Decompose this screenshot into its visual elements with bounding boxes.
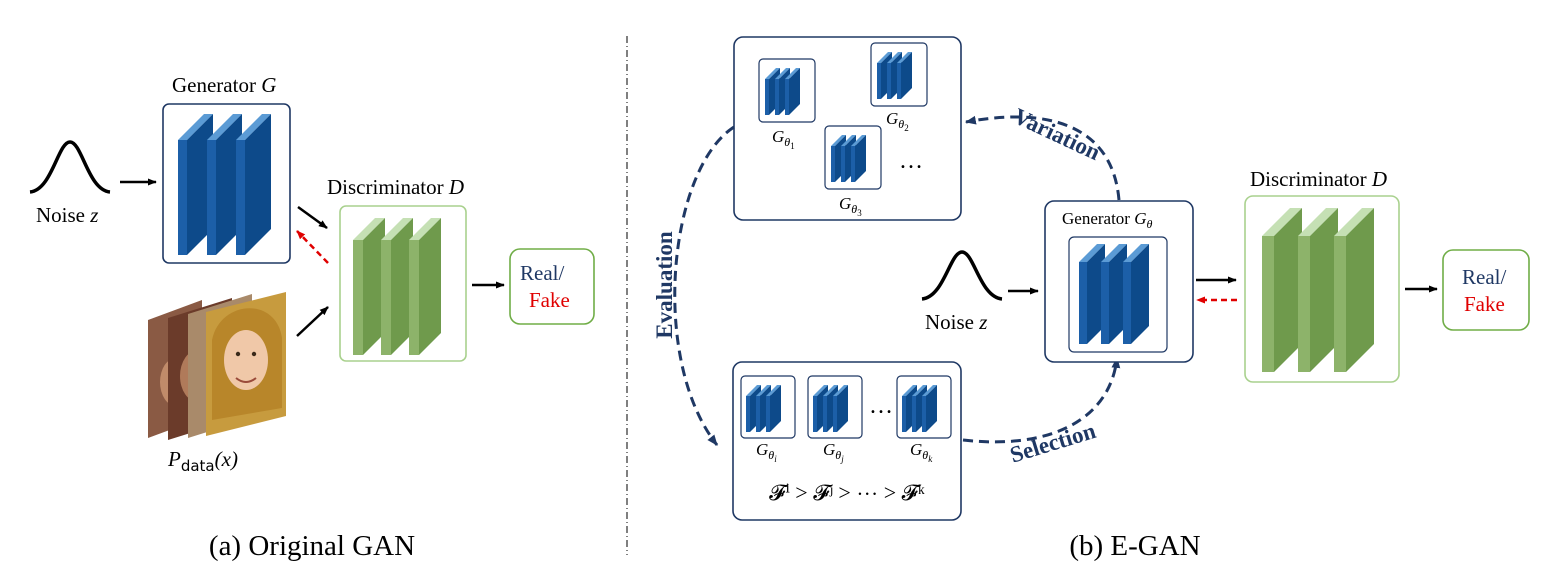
child-top-2-layer-3 bbox=[897, 52, 912, 99]
discriminator-right-layer-2 bbox=[1298, 208, 1338, 372]
discriminator-right-layer-3 bbox=[1334, 208, 1374, 372]
generator-layer-1 bbox=[178, 114, 213, 255]
generator-theta-network-icon bbox=[1079, 244, 1149, 344]
generator-layer-3 bbox=[236, 114, 271, 255]
real-label-right: Real/ bbox=[1462, 265, 1506, 289]
selection-label: Selection bbox=[1007, 418, 1099, 468]
panel-e-gan: Gθ1 Gθ2 Gθ3 … … Gθi Gθj Gθk 𝓕ⁱ > 𝓕ʲ > ⋯ … bbox=[652, 36, 1530, 562]
child-bottom-2-layer-3 bbox=[833, 385, 848, 432]
panel-original-gan: Noise z Generator G Discriminator D bbox=[29, 73, 595, 562]
fake-label: Fake bbox=[529, 288, 570, 312]
child-label-3: Gθ3 bbox=[839, 194, 862, 218]
discriminator-layer-3 bbox=[409, 218, 441, 355]
caption-e-gan: (b) E-GAN bbox=[1069, 530, 1200, 562]
discriminator-title: Discriminator D bbox=[327, 175, 464, 199]
child-top-3-layer-3 bbox=[851, 135, 866, 182]
caption-original-gan: (a) Original GAN bbox=[209, 530, 415, 562]
generator-network-icon bbox=[178, 114, 271, 255]
discriminator-title-right: Discriminator D bbox=[1250, 167, 1387, 191]
generator-title: Generator G bbox=[172, 73, 276, 97]
ranked-label-k: Gθk bbox=[910, 440, 933, 464]
generator-layer-2 bbox=[207, 114, 242, 255]
fitness-ranking: 𝓕ⁱ > 𝓕ʲ > ⋯ > 𝓕ᵏ bbox=[769, 480, 925, 505]
child-generator-networks-bottom bbox=[746, 385, 937, 432]
evaluation-arrow bbox=[673, 125, 735, 446]
noise-label: Noise z bbox=[36, 203, 98, 227]
child-label-1: Gθ1 bbox=[772, 127, 795, 151]
ranked-label-j: Gθj bbox=[823, 440, 844, 464]
data-to-discriminator-arrow bbox=[296, 306, 329, 337]
gaussian-curve-icon-right bbox=[921, 250, 1003, 301]
real-fake-box-right bbox=[1442, 249, 1530, 331]
variation-label: Variation bbox=[1010, 103, 1105, 165]
child-label-2: Gθ2 bbox=[886, 109, 909, 133]
bottom-ellipsis: … bbox=[869, 393, 893, 419]
generator-theta-title: Generator Gθ bbox=[1062, 209, 1153, 231]
generator-theta-layer-2 bbox=[1101, 244, 1127, 344]
top-ellipsis: … bbox=[899, 148, 923, 174]
noise-label-right: Noise z bbox=[925, 310, 987, 334]
real-fake-box bbox=[509, 248, 595, 325]
child-top-1-layer-3 bbox=[785, 68, 800, 115]
generator-theta-layer-3 bbox=[1123, 244, 1149, 344]
child-generator-networks-top bbox=[765, 52, 912, 182]
discriminator-network-icon bbox=[353, 218, 441, 355]
child-bottom-3-layer-3 bbox=[922, 385, 937, 432]
real-data-images bbox=[148, 292, 286, 440]
generator-to-discriminator-arrow bbox=[297, 205, 328, 230]
gaussian-curve-icon bbox=[29, 140, 111, 194]
ranked-label-i: Gθi bbox=[756, 440, 777, 464]
gradient-feedback-arrow bbox=[296, 230, 329, 264]
child-bottom-1-layer-3 bbox=[766, 385, 781, 432]
discriminator-network-icon-right bbox=[1262, 208, 1374, 372]
discriminator-layer-1 bbox=[353, 218, 385, 355]
real-label: Real/ bbox=[520, 261, 564, 285]
discriminator-right-layer-1 bbox=[1262, 208, 1302, 372]
data-distribution-label: Pdata(x) bbox=[167, 447, 238, 475]
discriminator-layer-2 bbox=[381, 218, 413, 355]
evaluation-label: Evaluation bbox=[652, 231, 677, 339]
generator-theta-layer-1 bbox=[1079, 244, 1105, 344]
fake-label-right: Fake bbox=[1464, 292, 1505, 316]
